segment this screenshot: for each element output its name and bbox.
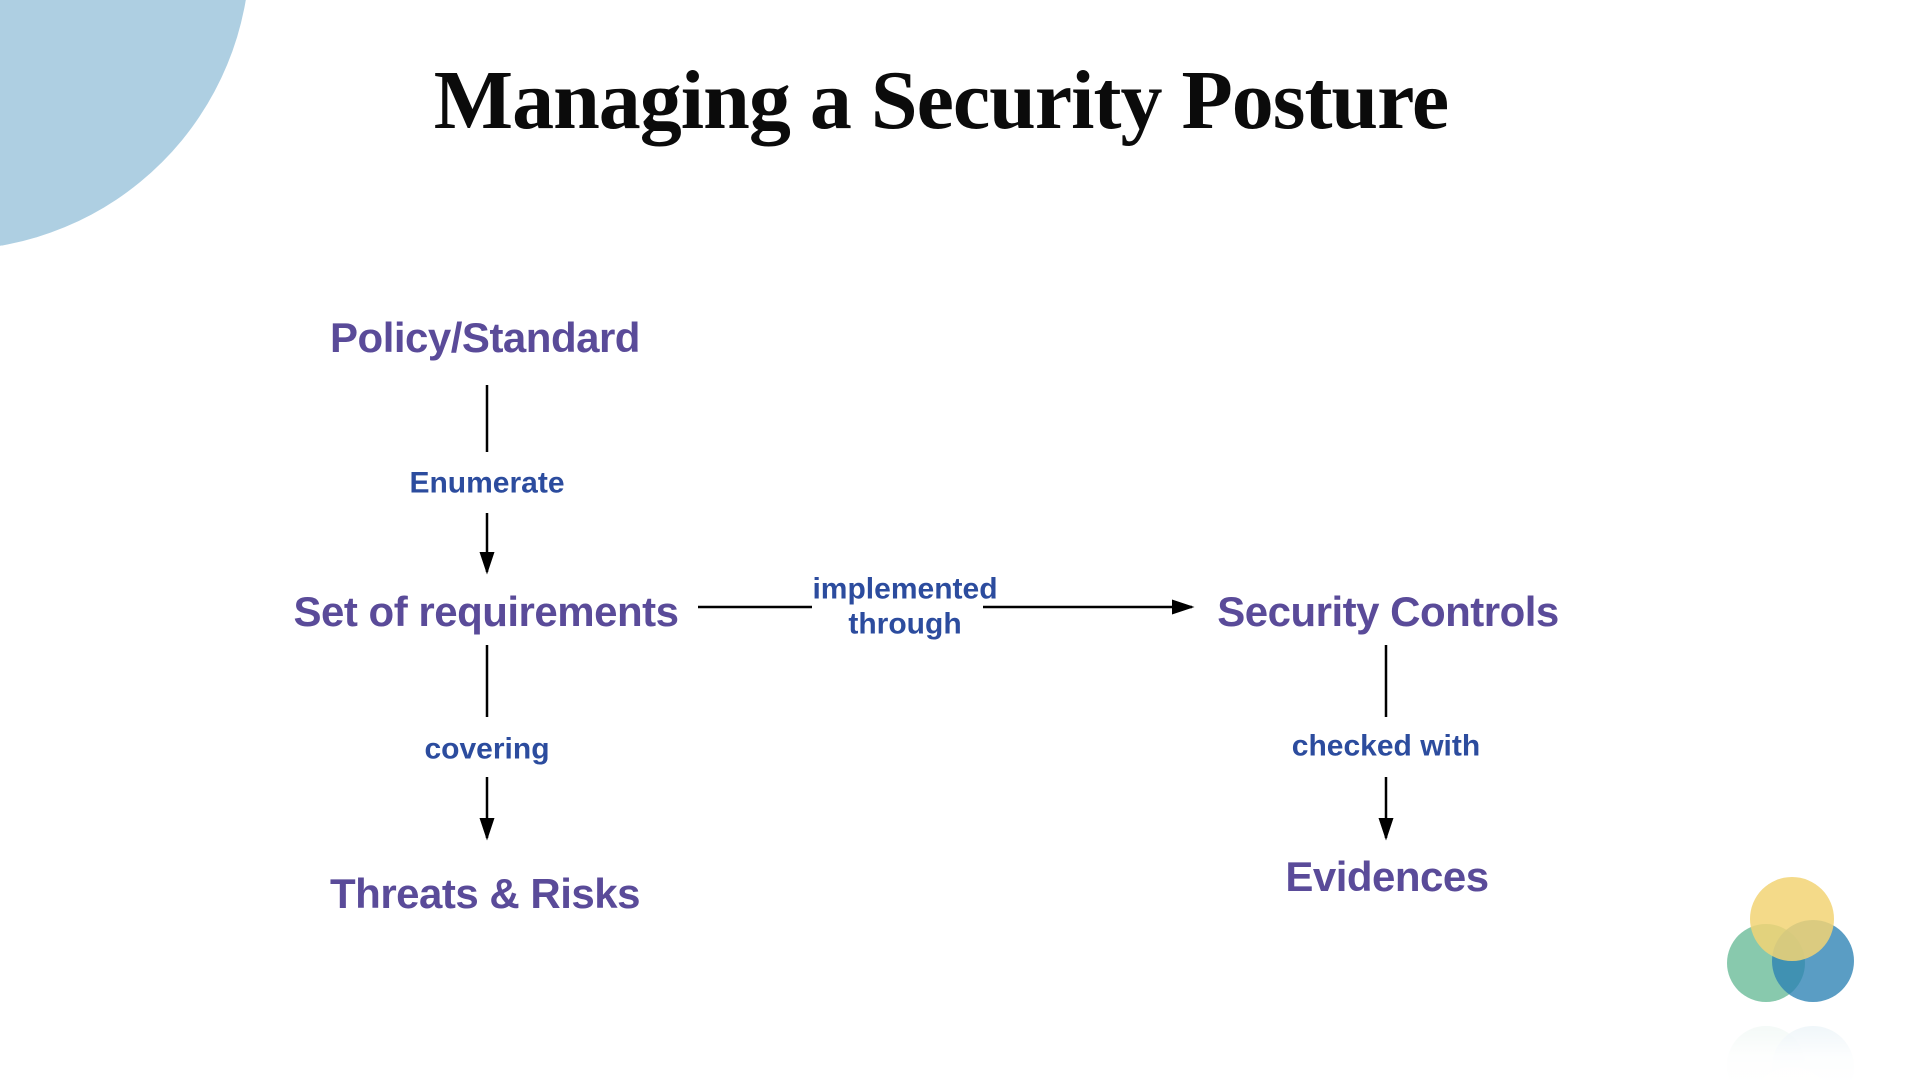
- edge-label-checked-with: checked with: [1291, 729, 1481, 763]
- node-set-of-requirements: Set of requirements: [293, 588, 679, 635]
- node-threats-and-risks: Threats & Risks: [330, 870, 640, 917]
- node-evidences: Evidences: [1285, 853, 1489, 900]
- edge-label-implemented-line1: implemented: [812, 572, 998, 606]
- edge-label-implemented-line2: through: [848, 608, 962, 641]
- node-security-controls: Security Controls: [1217, 588, 1559, 635]
- logo-reflection-fade: [1700, 1008, 1900, 1080]
- edge-label-enumerate: Enumerate: [409, 466, 565, 500]
- node-policy-standard: Policy/Standard: [330, 314, 640, 361]
- logo-circle-yellow: [1750, 877, 1834, 961]
- logo: [1700, 860, 1900, 1020]
- corner-accent-shape: [0, 0, 250, 250]
- edge-label-implemented-through: implemented through: [812, 572, 997, 643]
- edge-label-covering: covering: [424, 732, 550, 766]
- slide-title: Managing a Security Posture: [433, 54, 1449, 147]
